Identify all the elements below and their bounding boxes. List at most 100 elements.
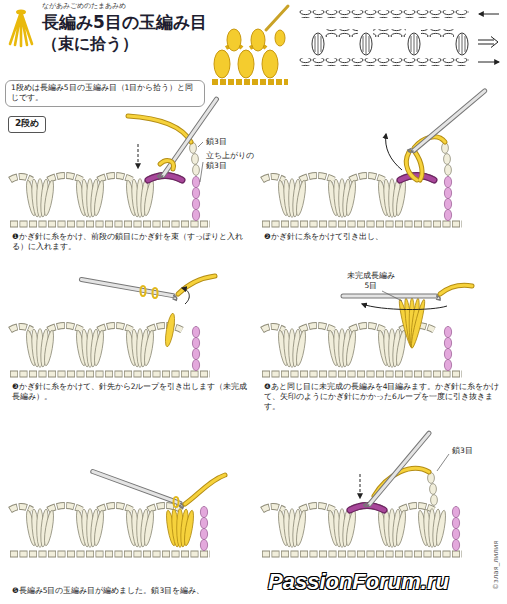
watermark: ©злая_лилия: [492, 541, 501, 590]
step2-illustration-part: [408, 88, 485, 154]
symbol-chart-part: [373, 29, 406, 37]
callout-label: 鎖3目: [452, 446, 473, 456]
step1-illustration-part: [138, 144, 139, 168]
sample-photo-part: [238, 50, 254, 78]
step6-illustration-part: [431, 495, 438, 506]
step1-illustration-part: [160, 161, 174, 169]
step3-illustration-part: [153, 288, 158, 298]
sample-photo-part: [214, 50, 230, 78]
step4-illustration-part: [444, 326, 451, 370]
step3-illustration-part: [182, 288, 189, 304]
step5-illustration-part: [200, 506, 207, 550]
step5-illustration-part: [91, 472, 184, 509]
sample-photo-part: [262, 50, 278, 78]
step1-illustration-part: [198, 142, 203, 147]
symbol-chart-part: [299, 58, 469, 66]
step5-illustration-part-part: [185, 475, 225, 504]
title-icon-part: [10, 12, 32, 46]
row-tag: 2段め: [8, 116, 46, 133]
step4-illustration-part-part: [440, 285, 472, 294]
step2-illustration-part: [444, 154, 451, 165]
step-caption: ❺長編み5目の玉編み目が編めました。鎖3目を編み、: [12, 586, 252, 596]
step2-illustration-part-part: [406, 152, 422, 180]
step4-illustration-part-part: [440, 285, 472, 294]
step3-illustration-part: [192, 326, 199, 370]
step1-illustration-part: [10, 176, 210, 225]
step1-illustration-part: [192, 154, 199, 165]
step4-illustration-part: [343, 296, 440, 300]
step2-illustration-part: [444, 176, 451, 220]
callout-label: 鎖3目: [206, 137, 227, 147]
step4-illustration-part: [362, 304, 447, 310]
step1-illustration-part: [192, 176, 199, 220]
step-caption: ❶かぎ針に糸をかけ、前段の鎖目にかぎ針を束（すっぽりと入れる）に入れます。: [12, 232, 248, 252]
step3-illustration-part-part: [178, 276, 215, 294]
symbol-chart-part: [479, 14, 499, 15]
step4-illustration-part: [262, 326, 462, 375]
step2-illustration-part-part: [406, 152, 422, 180]
step5-illustration-part: [185, 475, 225, 504]
step6-illustration-part: [262, 506, 462, 555]
title-icon-part: [16, 10, 26, 15]
sample-photo-part: [251, 29, 265, 51]
step5-illustration-part: [174, 497, 179, 507]
step6-illustration-part: [360, 474, 361, 498]
step2-illustration-part: [386, 134, 402, 170]
step6-illustration: [262, 431, 462, 554]
step-caption: ❸かぎ針に糸をかけて、針先から2ループを引き出します（未完成長編み）。: [12, 382, 248, 402]
step4-illustration-part: [440, 285, 472, 294]
step5-illustration: [10, 472, 225, 554]
callout-label: 立ち上がりの鎖3目: [206, 151, 256, 171]
symbol-chart-part: [421, 29, 454, 37]
symbol-chart: [299, 10, 499, 66]
sample-photo-part: [275, 30, 285, 46]
step-caption: ❷かぎ針に糸をかけて引き出し、: [264, 232, 500, 242]
symbol-chart-part: [299, 10, 469, 18]
symbol-chart-part: [325, 29, 358, 37]
symbol-chart-part: [408, 33, 420, 55]
step2-illustration-part: [262, 176, 462, 225]
step1-illustration-part-part: [160, 161, 174, 169]
step1-illustration-part: [200, 162, 203, 182]
symbol-chart-part: [478, 62, 499, 63]
step3-illustration-part: [178, 276, 215, 294]
step2-illustration-part: [406, 152, 422, 180]
symbol-chart-part: [456, 33, 468, 55]
symbol-chart-part: [478, 37, 498, 48]
symbol-chart-part: [312, 33, 324, 55]
callout-label: 未完成長編み 5目: [345, 271, 397, 291]
sample-photo-part: [266, 6, 288, 30]
step6-illustration-part: [364, 431, 430, 508]
step3-illustration-part: [164, 313, 177, 348]
step2-illustration: [262, 88, 485, 224]
step3-illustration-part: [10, 326, 210, 375]
step1-illustration-part-part: [128, 116, 191, 142]
step3-illustration-part: [141, 286, 146, 296]
watermark: PassionForum.ru: [268, 568, 449, 597]
subtitle: （束に拾う）: [42, 34, 138, 55]
step1-illustration-part-part: [128, 116, 191, 142]
step6-illustration-part: [437, 454, 449, 471]
step3-illustration-part-part: [178, 276, 215, 294]
step4-illustration-part: [397, 298, 427, 349]
step1-illustration-part-part: [160, 161, 174, 169]
box-text: 2段め: [15, 118, 39, 130]
step5-illustration-part-part: [185, 475, 225, 504]
title: 長編み5目の玉編み目: [42, 11, 207, 33]
step6-illustration-part: [417, 509, 448, 548]
step2-illustration-part: [445, 165, 452, 176]
note-box: 1段めは長編み5目の玉編み目（1目から拾う）と同じです。: [5, 80, 205, 107]
sample-photo-part: [212, 79, 288, 85]
step5-illustration-part: [165, 509, 196, 548]
box-text: 1段めは長編み5目の玉編み目（1目から拾う）と同じです。: [11, 83, 199, 103]
reading-guide: ながあみごめのたまあみめ: [42, 2, 126, 11]
step1-illustration-part: [128, 116, 191, 142]
sample-photo: [212, 6, 288, 82]
step-caption: ❹あと同じ目に未完成の長編みを4目編みます。かぎ針に糸をかけて、矢印のようにかぎ…: [264, 382, 500, 411]
step4-illustration-part: [382, 291, 402, 301]
title-icon: [10, 10, 32, 47]
step4-illustration: [262, 285, 472, 374]
symbol-chart-part: [360, 33, 372, 55]
step6-illustration-part: [430, 484, 437, 495]
